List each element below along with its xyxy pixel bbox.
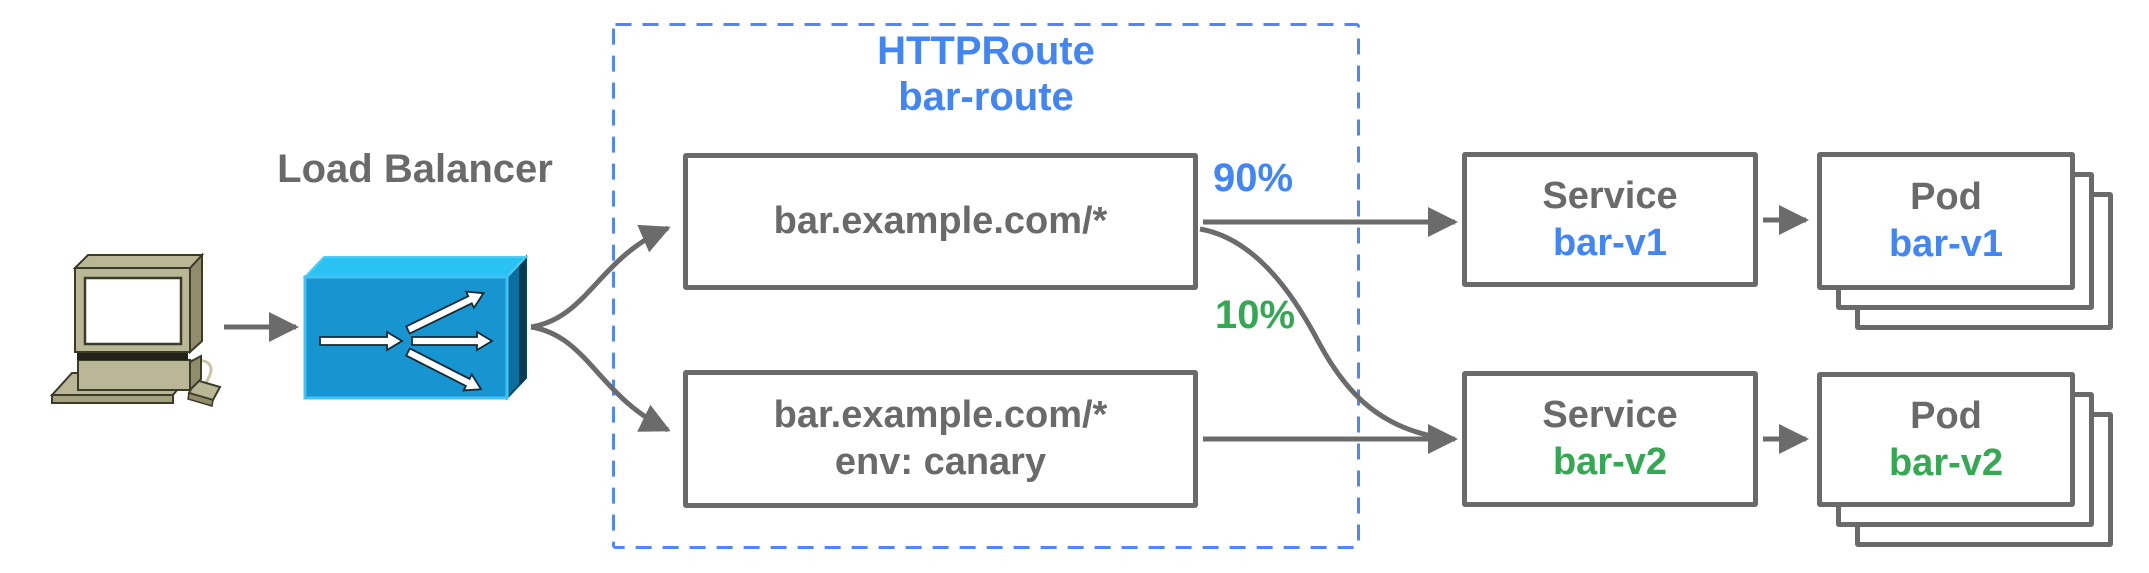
pod-stack-bar-v1: Pod bar-v1	[1817, 152, 2113, 330]
load-balancer-label: Load Balancer	[277, 147, 553, 191]
pod-bar-v2: Pod bar-v2	[1817, 372, 2075, 507]
keyboard-front	[51, 394, 174, 404]
pod-bar-v2-kind: Pod	[1910, 394, 1982, 437]
pod-stack-bar-v2: Pod bar-v2	[1817, 372, 2113, 547]
pod-bar-v1: Pod bar-v1	[1817, 152, 2075, 290]
curve-rule1-to-service2	[1199, 226, 1451, 442]
httproute-label: HTTPRoute bar-route	[736, 28, 1236, 120]
load-balancer-icon	[302, 254, 529, 401]
pod-bar-v2-name: bar-v2	[1888, 441, 2004, 484]
route-rule-1: bar.example.com/*	[683, 153, 1198, 290]
connectors	[224, 205, 1809, 454]
httproute-name: bar-route	[898, 75, 1074, 119]
service-bar-v1: Service bar-v1	[1462, 152, 1758, 287]
lb-arrow-up	[405, 290, 486, 335]
lb-top-face	[302, 256, 529, 278]
route-rule-1-match: bar.example.com/*	[773, 200, 1108, 242]
pod-bar-v1-kind: Pod	[1910, 176, 1982, 218]
service-bar-v2: Service bar-v2	[1462, 371, 1758, 507]
route-rule-2: bar.example.com/* env: canary	[683, 370, 1198, 508]
arrow-lb-to-rule1	[530, 224, 671, 330]
httproute-boundary	[612, 23, 1360, 549]
traffic-weight-10: 10%	[1215, 293, 1296, 337]
lb-split-arrows	[319, 290, 494, 392]
monitor-screen	[83, 276, 183, 346]
lb-arrow-down	[404, 347, 483, 392]
monitor-side	[189, 252, 203, 355]
httproute-kind: HTTPRoute	[877, 29, 1095, 73]
pod-bar-v1-name: bar-v1	[1888, 223, 2004, 265]
monitor-top	[72, 254, 205, 269]
client-computer-icon	[49, 252, 222, 407]
lb-arrow-in	[319, 330, 404, 352]
mouse-front	[187, 392, 214, 407]
monitor-shadow-band	[77, 352, 188, 360]
computer-base	[77, 359, 191, 391]
service-bar-v2-kind: Service	[1542, 394, 1678, 436]
route-rule-2-match: bar.example.com/*	[773, 394, 1108, 436]
service-bar-v1-kind: Service	[1542, 174, 1678, 217]
arrow-lb-to-rule2	[530, 324, 671, 433]
traffic-weight-90: 90%	[1213, 156, 1294, 200]
service-bar-v1-name: bar-v1	[1552, 221, 1668, 264]
route-rule-2-header: env: canary	[834, 441, 1047, 483]
lb-side-shadow	[519, 257, 526, 386]
service-bar-v2-name: bar-v2	[1552, 441, 1668, 483]
lb-arrow-mid	[411, 330, 494, 352]
